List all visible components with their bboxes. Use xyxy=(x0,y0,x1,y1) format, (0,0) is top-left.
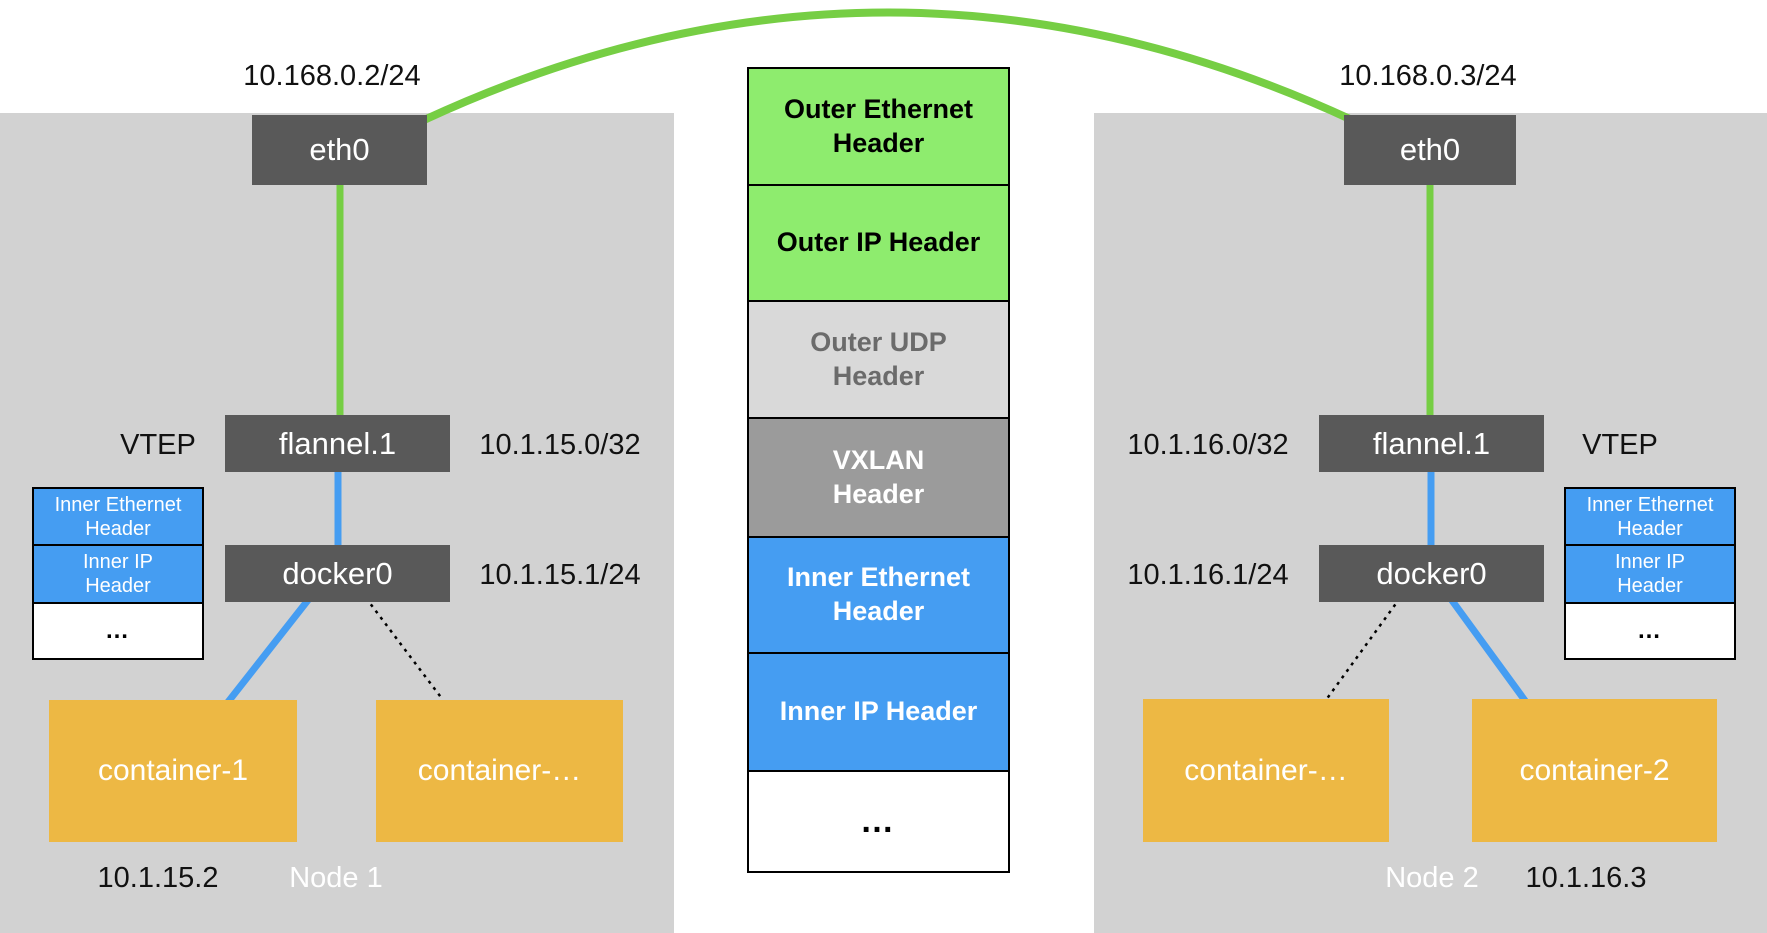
node2-vtep-label: VTEP xyxy=(1582,429,1658,461)
node2-docker-container2-link xyxy=(1444,591,1530,706)
node2-container-more: container-… xyxy=(1143,699,1389,842)
node1-inner-ethernet-header: Inner Ethernet Header xyxy=(34,489,202,546)
node2-inner-stack-ellipsis: … xyxy=(1566,604,1734,658)
packet-structure-stack: Outer Ethernet Header Outer IP Header Ou… xyxy=(747,67,1010,873)
node1-container-1: container-1 xyxy=(49,700,297,842)
node1-docker0: docker0 xyxy=(225,545,450,602)
node2-container2-ip-label: 10.1.16.3 xyxy=(1525,862,1647,894)
node1-inner-stack-ellipsis: … xyxy=(34,604,202,658)
node1-flannel1: flannel.1 xyxy=(225,415,450,472)
node2-name-label: Node 2 xyxy=(1385,862,1479,894)
green-underlay-link-eth0-eth0 xyxy=(420,8,1356,124)
node1-docker-ip-label: 10.1.15.1/24 xyxy=(479,559,641,591)
node2-docker-container-dotted-link xyxy=(1324,597,1402,701)
node1-container1-ip-label: 10.1.15.2 xyxy=(97,862,219,894)
node2-flannel1: flannel.1 xyxy=(1319,415,1544,472)
outer-ip-header-segment: Outer IP Header xyxy=(749,186,1008,302)
vxlan-header-segment: VXLAN Header xyxy=(749,419,1008,538)
node1-docker-container-dotted-link xyxy=(365,597,444,701)
outer-ethernet-header-segment: Outer Ethernet Header xyxy=(749,69,1008,186)
node1-flannel-ip-label: 10.1.15.0/32 xyxy=(479,429,641,461)
node1-container-more: container-… xyxy=(376,700,623,842)
node2-eth0: eth0 xyxy=(1344,115,1516,185)
payload-ellipsis-segment: … xyxy=(749,772,1008,871)
node1-docker-container1-link xyxy=(224,591,316,706)
node1-inner-packet-stack: Inner Ethernet Header Inner IP Header … xyxy=(32,487,204,660)
node1-eth0-ip-label: 10.168.0.2/24 xyxy=(243,60,421,92)
node1-eth0: eth0 xyxy=(252,115,427,185)
node2-inner-ethernet-header: Inner Ethernet Header xyxy=(1566,489,1734,546)
node1-inner-ip-header: Inner IP Header xyxy=(34,546,202,604)
inner-ethernet-header-segment: Inner Ethernet Header xyxy=(749,538,1008,654)
node2-docker0: docker0 xyxy=(1319,545,1544,602)
node2-container-2: container-2 xyxy=(1472,699,1717,842)
inner-ip-header-segment: Inner IP Header xyxy=(749,654,1008,772)
node2-inner-ip-header: Inner IP Header xyxy=(1566,546,1734,604)
node2-eth0-ip-label: 10.168.0.3/24 xyxy=(1339,60,1517,92)
outer-udp-header-segment: Outer UDP Header xyxy=(749,302,1008,419)
node2-docker-ip-label: 10.1.16.1/24 xyxy=(1127,559,1289,591)
node1-vtep-label: VTEP xyxy=(120,429,196,461)
node1-name-label: Node 1 xyxy=(289,862,383,894)
node2-inner-packet-stack: Inner Ethernet Header Inner IP Header … xyxy=(1564,487,1736,660)
node2-flannel-ip-label: 10.1.16.0/32 xyxy=(1127,429,1289,461)
